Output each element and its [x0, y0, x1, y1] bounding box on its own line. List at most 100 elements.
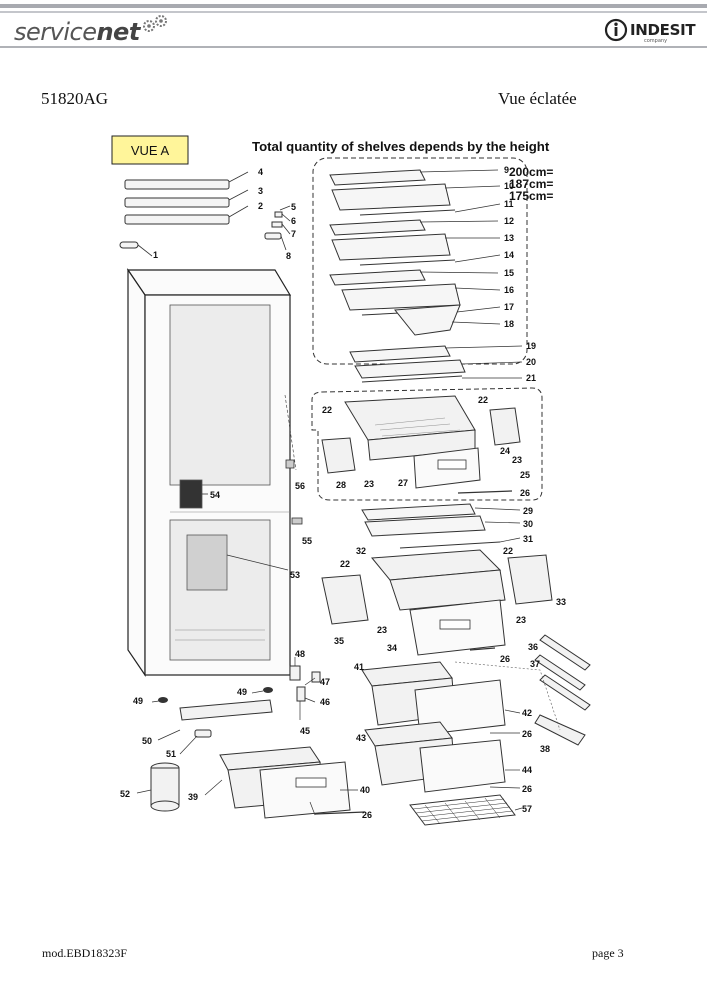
callout-49a: 49 — [133, 696, 143, 706]
callout-31: 31 — [523, 534, 533, 544]
callout-44: 40 — [360, 785, 370, 795]
part-8-shape — [264, 232, 282, 240]
callout-23c: 23 — [516, 615, 526, 625]
part-6-shape — [274, 211, 283, 218]
callout-39: 41 — [354, 662, 364, 672]
shelves-note: Total quantity of shelves depends by the… — [252, 139, 550, 154]
callout-10: 10 — [504, 181, 514, 191]
part-55-shape — [179, 479, 203, 509]
callout-26a: 26 — [520, 488, 530, 498]
callout-43: 39 — [188, 792, 198, 802]
callout-30: 30 — [523, 519, 533, 529]
callout-16: 16 — [504, 285, 514, 295]
callout-23b: 23 — [364, 479, 374, 489]
callout-18: 18 — [504, 319, 514, 329]
callout-32: 32 — [356, 546, 366, 556]
callout-12: 12 — [504, 216, 514, 226]
callout-54: 55 — [302, 536, 312, 546]
part-57-shape — [409, 794, 516, 826]
callout-37: 37 — [530, 659, 540, 669]
callout-4: 4 — [258, 167, 263, 177]
callout-23a: 23 — [512, 455, 522, 465]
callout-22b: 22 — [478, 395, 488, 405]
vue-a-box — [111, 135, 189, 165]
callout-15: 15 — [504, 268, 514, 278]
view-title: Vue éclatée — [498, 89, 577, 108]
part-53-shape — [186, 534, 228, 591]
vue-a-label: VUE A — [131, 143, 170, 158]
model-number: 51820AG — [41, 89, 109, 108]
callout-26b: 26 — [500, 654, 510, 664]
callout-1: 1 — [153, 250, 158, 260]
header-rule-top — [0, 4, 707, 8]
part-7-shape — [271, 221, 283, 228]
callout-24: 24 — [500, 446, 510, 456]
part-1-shape — [119, 241, 139, 249]
callout-52: 52 — [120, 789, 130, 799]
crisper-group-outline — [311, 387, 543, 501]
callout-25: 25 — [520, 470, 530, 480]
callout-21: 21 — [526, 373, 536, 383]
part-54-shape — [291, 517, 303, 525]
part-56-shape — [285, 459, 295, 469]
callout-50: 50 — [142, 736, 152, 746]
header-bar: servicenet INDESIT company — [0, 0, 707, 62]
fridge-compartment — [169, 304, 271, 486]
callout-42: 44 — [522, 765, 532, 775]
callout-26c: 26 — [522, 729, 532, 739]
height-187: 187cm= — [509, 177, 553, 191]
callout-46: 46 — [320, 697, 330, 707]
part-3-shape — [124, 197, 230, 208]
gears-icon — [143, 15, 167, 32]
callout-20: 20 — [526, 357, 536, 367]
footer-model-code: mod.EBD18323F — [42, 946, 128, 960]
height-175: 175cm= — [509, 189, 553, 203]
callout-55: 54 — [210, 490, 220, 500]
part-2-shape — [124, 214, 230, 225]
callout-9: 9 — [504, 165, 509, 175]
callout-27: 27 — [398, 478, 408, 488]
callout-26d: 26 — [522, 784, 532, 794]
footer-page-number: page 3 — [592, 946, 624, 960]
callout-41: 43 — [356, 733, 366, 743]
callout-13: 13 — [504, 233, 514, 243]
callout-35: 35 — [334, 636, 344, 646]
callout-45: 45 — [300, 726, 310, 736]
callout-11: 11 — [504, 199, 514, 209]
callout-29: 29 — [523, 506, 533, 516]
callout-19: 19 — [526, 341, 536, 351]
exploded-view-diagram: VUE A Total quantity of shelves depends … — [111, 135, 591, 826]
callout-36: 36 — [528, 642, 538, 652]
callout-8: 8 — [286, 251, 291, 261]
callout-38: 38 — [540, 744, 550, 754]
part-4-shape — [124, 179, 230, 190]
indesit-mark-icon — [604, 18, 628, 42]
callout-53: 53 — [290, 570, 300, 580]
callout-5: 5 — [291, 202, 296, 212]
callout-56: 56 — [295, 481, 305, 491]
callout-33: 33 — [556, 597, 566, 607]
callout-22c: 22 — [503, 546, 513, 556]
callout-28: 28 — [336, 480, 346, 490]
callout-3: 3 — [258, 186, 263, 196]
callout-2: 2 — [258, 201, 263, 211]
callout-22d: 22 — [340, 559, 350, 569]
callout-48: 48 — [295, 649, 305, 659]
callout-23d: 23 — [377, 625, 387, 635]
callout-17: 17 — [504, 302, 514, 312]
callout-14: 14 — [504, 250, 514, 260]
callout-34: 34 — [387, 643, 397, 653]
callout-47: 47 — [320, 677, 330, 687]
callout-40: 42 — [522, 708, 532, 718]
indesit-logo: INDESIT company — [604, 18, 696, 46]
callout-22a: 22 — [322, 405, 332, 415]
callout-49b: 49 — [237, 687, 247, 697]
callout-51: 51 — [166, 749, 176, 759]
callout-26e: 26 — [362, 810, 372, 820]
callout-6: 6 — [291, 216, 296, 226]
header-rule-top-thin — [0, 11, 707, 13]
height-200: 200cm= — [509, 165, 553, 179]
header-rule-bottom — [0, 46, 707, 48]
servicenet-logo: servicenet — [14, 18, 140, 46]
callout-57: 57 — [522, 804, 532, 814]
